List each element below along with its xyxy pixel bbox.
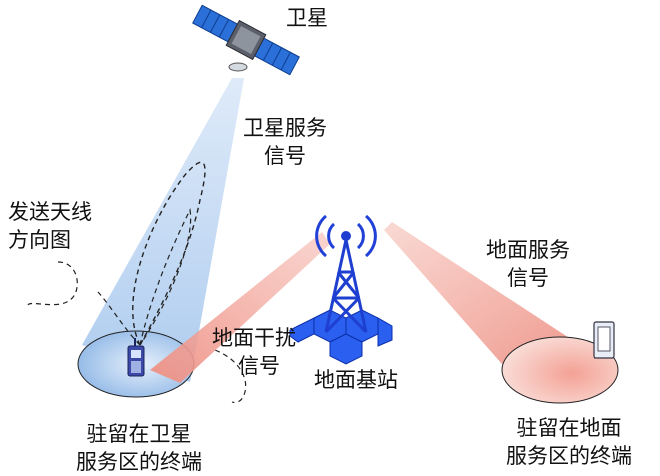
ground-interference-signal-label: 地面干扰 信号: [212, 324, 296, 380]
satellite-service-signal-label: 卫星服务 信号: [243, 114, 327, 170]
tx-antenna-pattern-label: 发送天线 方向图: [8, 198, 92, 254]
antenna-pattern-leader: [27, 261, 78, 306]
satellite-service-signal-line2: 信号: [264, 144, 306, 168]
tx-antenna-pattern-line2: 方向图: [8, 228, 71, 252]
satellite-terminal-icon: [127, 338, 145, 377]
satellite-label-text: 卫星: [286, 6, 328, 30]
satellite-icon: [192, 4, 300, 76]
satellite-service-beam: [82, 78, 244, 382]
ground-service-signal-label: 地面服务 信号: [486, 236, 570, 292]
terminal-in-satellite-area-line1: 驻留在卫星: [86, 422, 192, 446]
ground-coverage-area: [501, 336, 619, 404]
terminal-in-satellite-area-label: 驻留在卫星 服务区的终端: [76, 420, 202, 476]
tx-antenna-pattern-line1: 发送天线: [8, 200, 92, 224]
terminal-in-satellite-area-line2: 服务区的终端: [76, 450, 202, 474]
satellite-service-signal-line1: 卫星服务: [243, 116, 327, 140]
tx-antenna-pattern-lobe-inner: [139, 208, 192, 346]
interference-leader: [214, 349, 247, 404]
terminal-in-ground-area-label: 驻留在地面 服务区的终端: [506, 414, 632, 470]
terminal-in-ground-area-line2: 服务区的终端: [506, 444, 632, 468]
ground-terminal-icon: [593, 321, 615, 359]
ground-base-station-text: 地面基站: [314, 368, 398, 392]
base-station-icon: [289, 214, 393, 365]
ground-interference-beam: [150, 232, 330, 383]
ground-base-station-label: 地面基站: [314, 366, 398, 394]
tx-antenna-pattern-lobe: [132, 161, 206, 346]
terminal-in-ground-area-line1: 驻留在地面: [516, 416, 622, 440]
ground-interference-signal-line2: 信号: [238, 354, 280, 378]
ground-interference-signal-line1: 地面干扰: [212, 326, 296, 350]
satellite-antenna-dish: [228, 62, 248, 72]
ground-service-signal-line2: 信号: [507, 266, 549, 290]
satellite-label: 卫星: [286, 4, 328, 32]
ground-service-signal-line1: 地面服务: [486, 238, 570, 262]
